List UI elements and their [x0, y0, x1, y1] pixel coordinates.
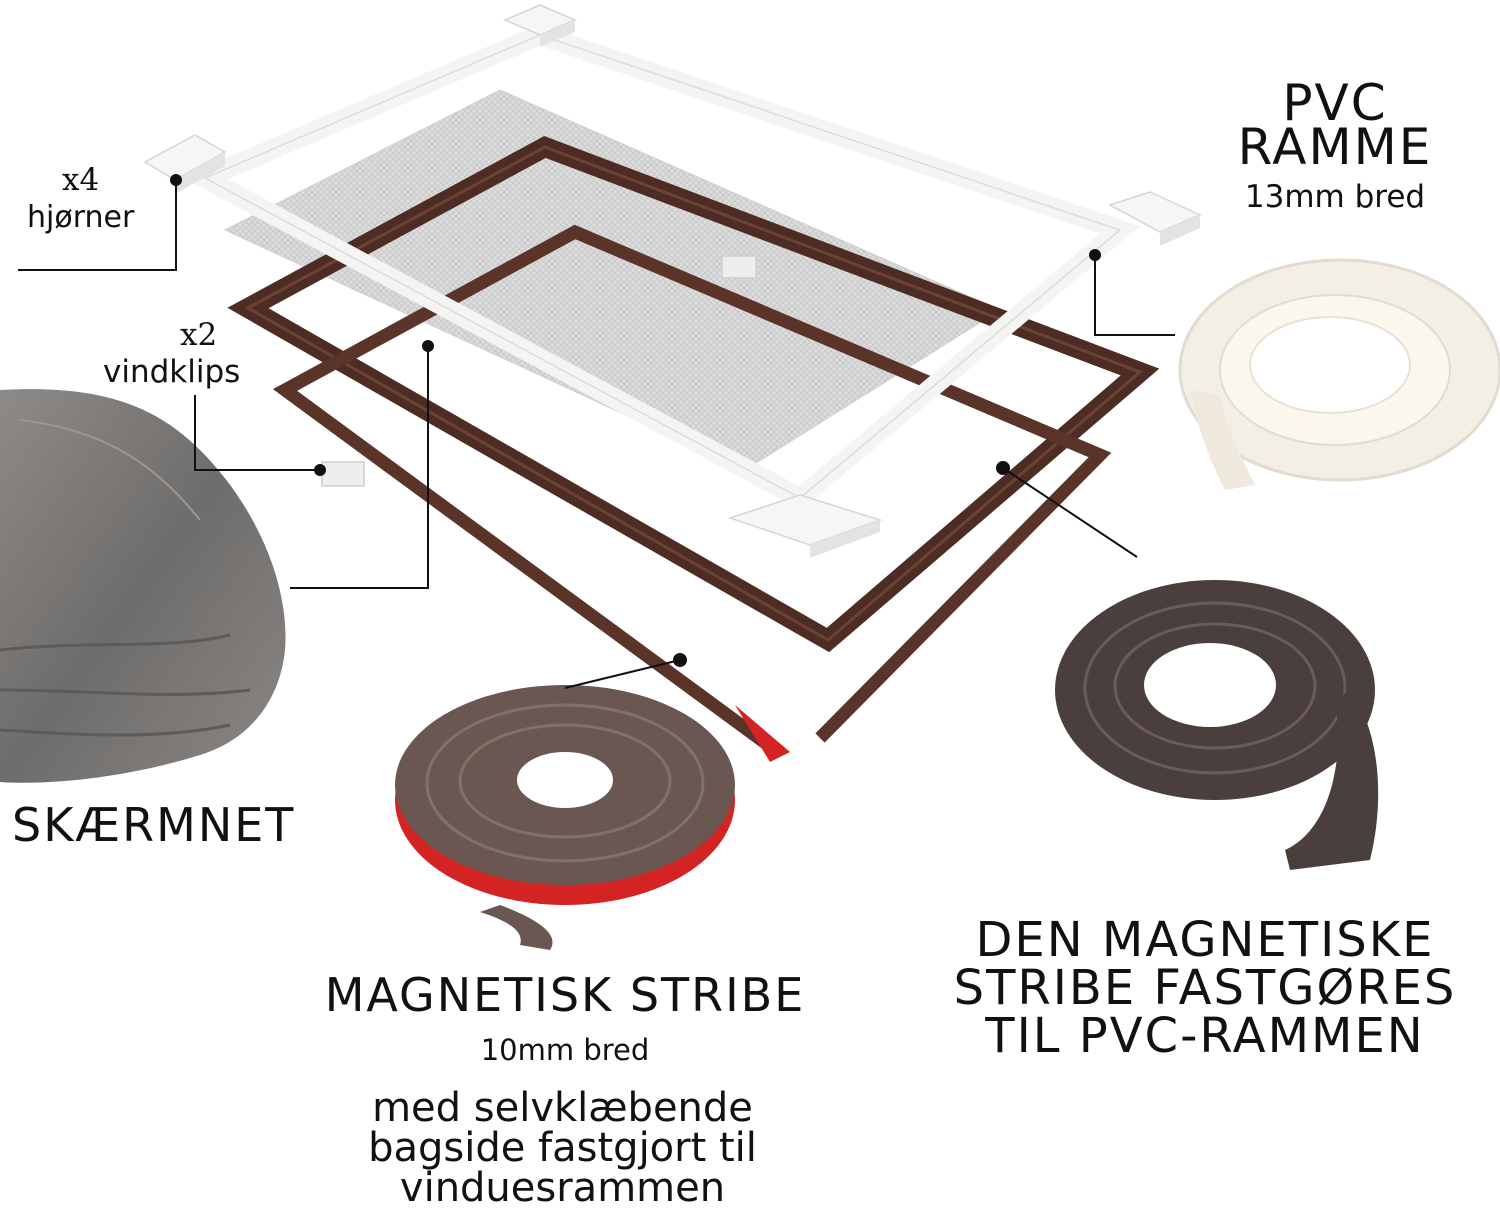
wind-clip: [721, 255, 757, 279]
screen-net-fabric: [0, 389, 286, 783]
adhesive-tape-corner: [735, 705, 790, 762]
wind-clips-label: vindklips: [103, 354, 241, 390]
magnetic-strip-desc-3: vinduesrammen: [399, 1165, 726, 1211]
pvc-frame-title-1: PVC: [1282, 74, 1388, 132]
magnetic-strip-desc-2: bagside fastgjort til: [368, 1125, 757, 1171]
magnetic-frame-outer: [227, 136, 1160, 653]
leader-line-magnetic-frame: [996, 461, 1138, 558]
magnetic-roll-adhesive: [395, 685, 735, 950]
leader-line-wind-clips: [194, 395, 326, 476]
pvc-frame: [181, 24, 1141, 511]
corner-piece: [1108, 191, 1202, 246]
magnetic-roll-dark: [1055, 580, 1379, 870]
magnetic-strip-width: 10mm bred: [480, 1033, 650, 1067]
corners-label: hjørner: [27, 200, 135, 235]
leader-line-corners: [18, 174, 182, 271]
leader-line-pvc-frame: [1089, 249, 1175, 336]
attach-note-line-2: STRIBE FASTGØRES: [953, 960, 1457, 1016]
screen-net-label: SKÆRMNET: [12, 798, 296, 852]
pvc-frame-width: 13mm bred: [1244, 179, 1426, 215]
pvc-roll: [1178, 258, 1500, 490]
attach-note-line-3: TIL PVC-RAMMEN: [985, 1008, 1425, 1064]
corner-piece: [727, 494, 883, 558]
corner-piece: [143, 134, 227, 194]
magnetic-strip-title: MAGNETISK STRIBE: [324, 968, 806, 1022]
leader-line-screen-net: [290, 340, 434, 589]
wind-clip: [321, 461, 365, 487]
corner-piece: [503, 4, 577, 47]
attach-note-line-1: DEN MAGNETISKE: [975, 912, 1435, 968]
magnetic-strip-desc-1: med selvklæbende: [372, 1085, 753, 1131]
wind-clips-count: x2: [180, 317, 218, 353]
corners-count: x4: [62, 162, 100, 198]
leader-line-magnetic-strip: [564, 653, 687, 689]
pvc-frame-title-2: RAMME: [1237, 118, 1433, 176]
magnetic-frame-inner: [272, 224, 1112, 762]
